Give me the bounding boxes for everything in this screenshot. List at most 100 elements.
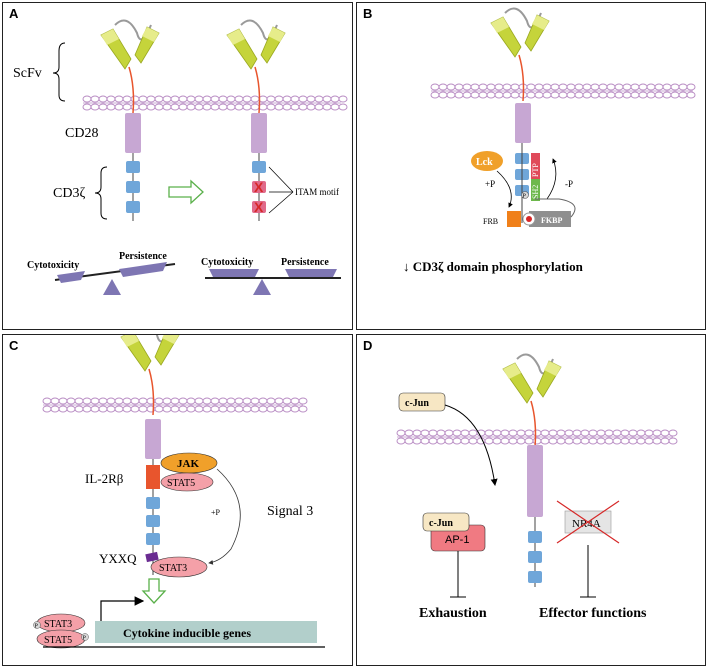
lipid-head bbox=[484, 437, 494, 445]
scfv-arm-left-tip bbox=[491, 17, 509, 33]
lipid-head bbox=[478, 83, 488, 91]
panel-d-label: D bbox=[363, 338, 373, 353]
lipid-head bbox=[540, 429, 550, 437]
lipid-head bbox=[500, 429, 510, 437]
lipid-head bbox=[66, 405, 76, 413]
lipid-head bbox=[306, 103, 316, 111]
lipid-head bbox=[162, 397, 172, 405]
frb-label: FRB bbox=[483, 217, 498, 226]
lipid-head bbox=[82, 95, 92, 103]
cjun-ap1-box bbox=[422, 512, 470, 532]
lipid-head bbox=[106, 95, 116, 103]
itam-2 bbox=[528, 551, 542, 563]
cd28-domain bbox=[125, 113, 141, 153]
scfv-bracket bbox=[52, 42, 66, 102]
lipid-head bbox=[330, 103, 340, 111]
lipid-head bbox=[652, 429, 662, 437]
persistence-pan-right bbox=[285, 269, 337, 277]
lipid-head bbox=[558, 91, 568, 99]
lipid-head bbox=[444, 437, 454, 445]
panel-b-label: B bbox=[363, 6, 373, 21]
lipid-head bbox=[98, 95, 108, 103]
lipid-head bbox=[526, 91, 536, 99]
cd28-domain bbox=[515, 103, 531, 143]
lipid-head bbox=[234, 405, 244, 413]
lipid-head bbox=[322, 95, 332, 103]
dimer-stat5-label: STAT5 bbox=[44, 635, 72, 646]
yxxq-motif bbox=[145, 551, 159, 563]
transcription-arrow bbox=[100, 596, 145, 621]
lipid-head bbox=[130, 397, 140, 405]
panel-d: D c-Jun AP-1 c-Jun Exhaustion NR4A Effec… bbox=[356, 334, 706, 666]
scfv-label: ScFv bbox=[13, 66, 42, 81]
itam-3 bbox=[146, 533, 160, 545]
lipid-head bbox=[314, 103, 324, 111]
lipid-head bbox=[242, 103, 252, 111]
lipid-head bbox=[218, 397, 228, 405]
lipid-head bbox=[114, 397, 124, 405]
lipid-head bbox=[444, 429, 454, 437]
lipid-head bbox=[686, 83, 696, 91]
itam-1 bbox=[146, 497, 160, 509]
lipid-head bbox=[242, 95, 252, 103]
lipid-head bbox=[122, 397, 132, 405]
itam bbox=[126, 161, 140, 173]
frb-domain bbox=[507, 211, 521, 227]
cytotoxicity-pan-left bbox=[57, 271, 85, 283]
lipid-head bbox=[532, 437, 542, 445]
right-cytotoxicity-label: Cytotoxicity bbox=[201, 257, 253, 268]
lipid-head bbox=[606, 83, 616, 91]
lipid-head bbox=[58, 405, 68, 413]
lipid-head bbox=[178, 405, 188, 413]
itam bbox=[126, 201, 140, 213]
minus-p-label: -P bbox=[565, 179, 573, 189]
lipid-head bbox=[98, 103, 108, 111]
lipid-head bbox=[50, 397, 60, 405]
lipid-head bbox=[604, 437, 614, 445]
lipid-head bbox=[122, 405, 132, 413]
lipid-head bbox=[550, 83, 560, 91]
lipid-head bbox=[90, 405, 100, 413]
lipid-head bbox=[516, 437, 526, 445]
lipid-head bbox=[492, 437, 502, 445]
cd3z-chain-mutant: XX bbox=[252, 153, 266, 221]
cell-membrane bbox=[430, 83, 696, 99]
panel-d-diagram: c-Jun AP-1 c-Jun Exhaustion NR4A Effecto… bbox=[396, 353, 678, 621]
lipid-head bbox=[468, 437, 478, 445]
lipid-head bbox=[234, 397, 244, 405]
lipid-head bbox=[58, 397, 68, 405]
lipid-head bbox=[210, 95, 220, 103]
lipid-head bbox=[138, 397, 148, 405]
lipid-head bbox=[428, 437, 438, 445]
cell-membrane bbox=[396, 429, 678, 445]
lipid-head bbox=[630, 83, 640, 91]
lipid-head bbox=[170, 397, 180, 405]
lipid-head bbox=[430, 83, 440, 91]
lipid-head bbox=[396, 437, 406, 445]
lipid-head bbox=[258, 103, 268, 111]
lipid-head bbox=[186, 103, 196, 111]
lipid-head bbox=[622, 83, 632, 91]
lipid-head bbox=[646, 91, 656, 99]
lipid-head bbox=[686, 91, 696, 99]
stat3-label: STAT3 bbox=[159, 563, 187, 574]
lipid-head bbox=[242, 397, 252, 405]
lipid-head bbox=[226, 95, 236, 103]
phospho-p: P bbox=[523, 194, 527, 200]
lipid-head bbox=[154, 397, 164, 405]
lipid-head bbox=[162, 405, 172, 413]
lipid-head bbox=[510, 83, 520, 91]
lipid-head bbox=[298, 397, 308, 405]
lipid-head bbox=[202, 405, 212, 413]
lipid-head bbox=[146, 95, 156, 103]
lipid-head bbox=[556, 437, 566, 445]
scfv-receptor bbox=[100, 19, 160, 114]
lipid-head bbox=[106, 405, 116, 413]
lipid-head bbox=[178, 95, 188, 103]
ap1-label: AP-1 bbox=[445, 534, 469, 546]
lipid-head bbox=[494, 91, 504, 99]
scfv-arm-right-tip bbox=[544, 361, 561, 376]
lipid-head bbox=[218, 405, 228, 413]
itam-pointer-3 bbox=[268, 191, 294, 214]
plus-p-label: +P bbox=[485, 179, 495, 189]
